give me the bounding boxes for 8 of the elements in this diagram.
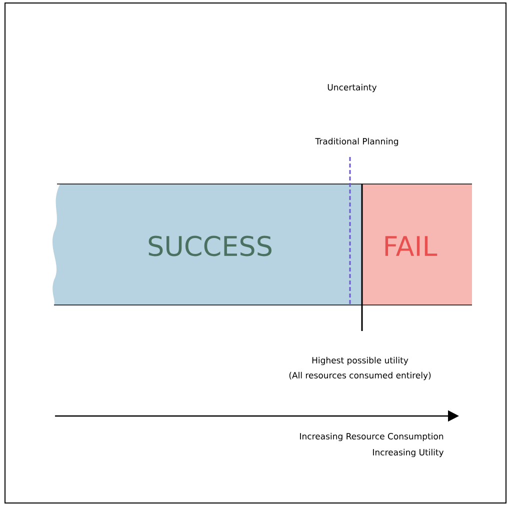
axis-label: Increasing Utility [373,448,444,458]
annotation: Highest possible utility [312,356,408,366]
fail-band: FAIL [362,184,472,306]
annotation: Uncertainty [328,84,377,92]
annotation: Traditional Planning [315,138,398,146]
annotation: (All resources consumed entirely) [289,372,431,380]
success-band: SUCCESS [52,184,362,306]
axis-label: Increasing Resource Consumption [300,432,444,442]
